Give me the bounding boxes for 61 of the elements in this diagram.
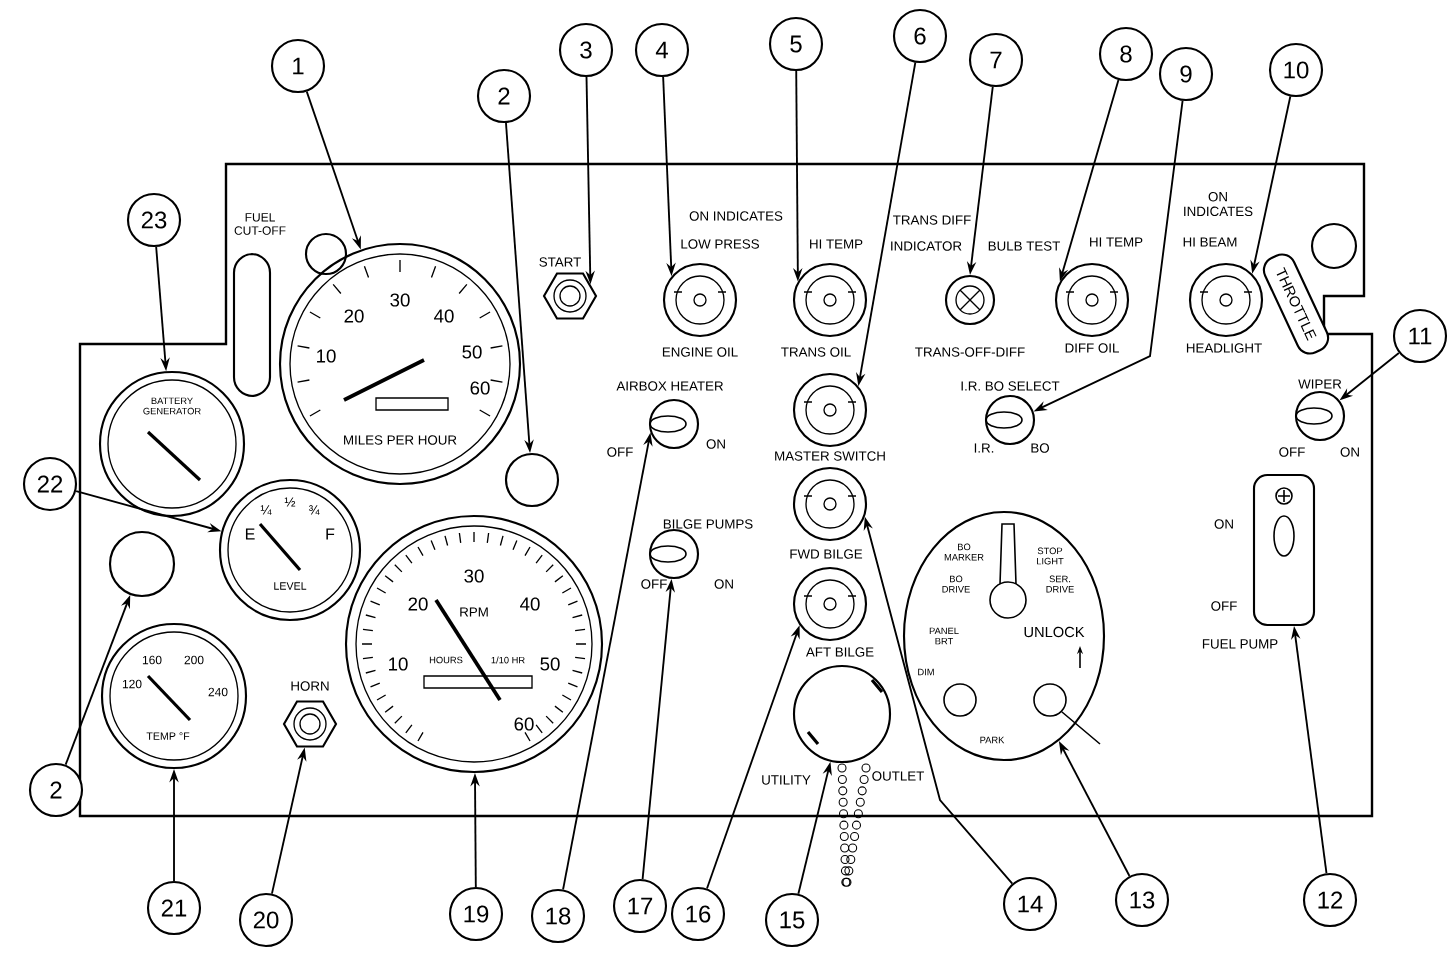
dial-number: 50 [462, 345, 482, 359]
mounting-ring [504, 452, 560, 508]
indicator-light [1054, 262, 1130, 338]
tachometer [344, 514, 604, 774]
rotary-switch [984, 394, 1036, 446]
indicator-light [792, 372, 868, 448]
toggle-switch-plate [1252, 473, 1316, 627]
callout-number: 22 [22, 456, 78, 512]
start-button [542, 272, 598, 320]
dial-number: 20 [344, 309, 364, 323]
indicator-light [662, 262, 738, 338]
indicator-light [792, 566, 868, 642]
mounting-ring [108, 530, 176, 598]
dial-number: 50 [540, 657, 560, 671]
dial-number: 40 [434, 309, 454, 323]
callout-number: 14 [1002, 876, 1058, 932]
dial-number: 10 [317, 349, 336, 363]
callout-number: 16 [670, 886, 726, 942]
outlet-cap [792, 664, 892, 764]
horn-button [282, 700, 338, 748]
callout-number: 21 [146, 880, 202, 936]
indicator-light [792, 466, 868, 542]
dial-number: 40 [520, 597, 540, 611]
indicator-light [1188, 262, 1264, 338]
dial-number: 10 [389, 657, 408, 671]
callout-number: 12 [1302, 872, 1358, 928]
rotary-switch [648, 528, 700, 580]
speedometer [278, 242, 522, 486]
knob [304, 232, 348, 276]
callout-number: 10 [1268, 42, 1324, 98]
dial-number: 30 [390, 293, 410, 307]
callout-number: 8 [1098, 26, 1154, 82]
dial-number: 60 [470, 381, 490, 395]
light-switch-plate [902, 510, 1106, 762]
rotary-switch [1294, 390, 1346, 442]
dial-number: 20 [408, 597, 428, 611]
callout-number: 4 [634, 22, 690, 78]
callout-number: 7 [968, 32, 1024, 88]
callout-number: 15 [764, 892, 820, 948]
callout-number: 23 [126, 192, 182, 248]
rotary-switch [648, 398, 700, 450]
callout-number: 9 [1158, 46, 1214, 102]
knob [1310, 222, 1358, 270]
dial-number: 30 [464, 569, 484, 583]
callout-number: 1 [270, 38, 326, 94]
bulb-test-button [944, 274, 996, 326]
callout-number: 11 [1392, 308, 1448, 364]
indicator-light [792, 262, 868, 338]
callout-number: 5 [768, 16, 824, 72]
callout-number: 18 [530, 888, 586, 944]
callout-number: 20 [238, 892, 294, 948]
callout-number: 2 [476, 68, 532, 124]
dial-number: F [326, 528, 335, 540]
callout-number: 17 [612, 878, 668, 934]
dial-number: 60 [514, 717, 534, 731]
dial-number: E [245, 528, 255, 540]
callout-number: 6 [892, 8, 948, 64]
callout-number: 2 [28, 762, 84, 818]
callout-number: 19 [448, 886, 504, 942]
callout-number: 13 [1114, 872, 1170, 928]
callout-number: 3 [558, 22, 614, 78]
